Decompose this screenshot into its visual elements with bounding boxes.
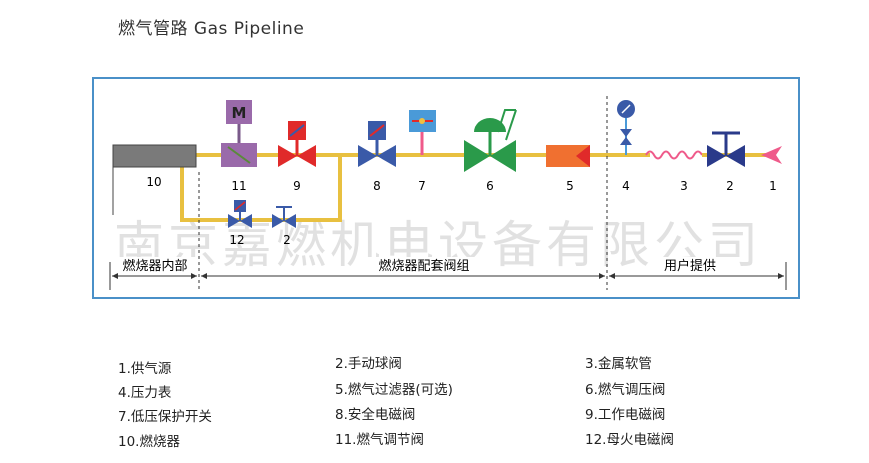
legend-item-9: 9.工作电磁阀 [585,407,666,423]
gas-source-arrow [761,146,782,164]
section-user-supplied: 用户提供 [664,258,716,274]
regulating-valve-disc [227,146,251,164]
legend-item-12: 12.母火电磁阀 [585,432,674,448]
pilot-valve-coil-mark [234,201,246,211]
motor-label: M [232,104,247,122]
gauge-needle [621,104,631,114]
pilot-valve-body [228,214,240,228]
legend-item-8: 8.安全电磁阀 [335,407,416,423]
label-6: 6 [486,179,494,193]
diagram-frame [92,77,800,299]
work-valve-body [278,145,297,167]
regulator-impulse-down [505,109,517,141]
section-arrowhead-4 [599,273,605,279]
ball-valve-main-body-right [726,145,745,167]
safety-valve-coil-mark [369,124,385,137]
label-2-pilot: 2 [283,233,291,247]
ball-valve-main-body [707,145,726,167]
label-5: 5 [566,179,574,193]
section-valve-train: 燃烧器配套阀组 [378,258,469,274]
label-12: 12 [229,233,244,247]
metal-hose [645,150,703,160]
regulator-impulse-line [497,109,516,133]
legend-item-7: 7.低压保护开关 [118,409,212,425]
filter-arrow [576,145,590,167]
legend-item-3: 3.金属软管 [585,356,652,372]
legend-item-11: 11.燃气调节阀 [335,432,424,448]
gauge-cock-bottom [620,137,632,145]
safety-valve-body-right [377,145,396,167]
gauge-cock-top [620,129,632,137]
section-arrowhead-5 [609,273,615,279]
legend-item-2: 2.手动球阀 [335,356,402,372]
section-arrowhead-2 [191,273,197,279]
label-10: 10 [146,175,161,189]
label-11: 11 [231,179,246,193]
label-1: 1 [769,179,777,193]
pilot-valve-body-right [240,214,252,228]
work-valve-coil-mark [289,124,305,137]
section-label-bg-3 [654,257,728,273]
regulator-body-right [490,140,516,172]
legend-item-10: 10.燃烧器 [118,434,180,450]
legend-item-5: 5.燃气过滤器(可选) [335,382,453,398]
legend-item-1: 1.供气源 [118,361,172,377]
ball-valve-pilot-body-right [284,214,296,228]
label-7: 7 [418,179,426,193]
pressure-switch-dot [419,118,425,124]
regulator-body [464,140,490,172]
section-burner-inside: 燃烧器内部 [122,258,187,274]
section-arrowhead-6 [778,273,784,279]
page-title: 燃气管路 Gas Pipeline [118,19,305,39]
label-9: 9 [293,179,301,193]
regulator-diaphragm [474,118,506,132]
legend-item-4: 4.压力表 [118,385,172,401]
motor-box [226,100,252,124]
work-valve-body-right [297,145,316,167]
label-4: 4 [622,179,630,193]
section-label-bg-1 [114,257,196,273]
burner-box [112,144,197,168]
section-arrowhead-1 [112,273,118,279]
section-label-bg-2 [360,257,490,273]
label-3: 3 [680,179,688,193]
section-arrowhead-3 [201,273,207,279]
filter-body [546,145,590,167]
safety-valve-body [358,145,377,167]
label-8: 8 [373,179,381,193]
label-2-main: 2 [726,179,734,193]
legend-item-6: 6.燃气调压阀 [585,382,666,398]
ball-valve-pilot-body [272,214,284,228]
pilot-pipe [180,155,342,222]
